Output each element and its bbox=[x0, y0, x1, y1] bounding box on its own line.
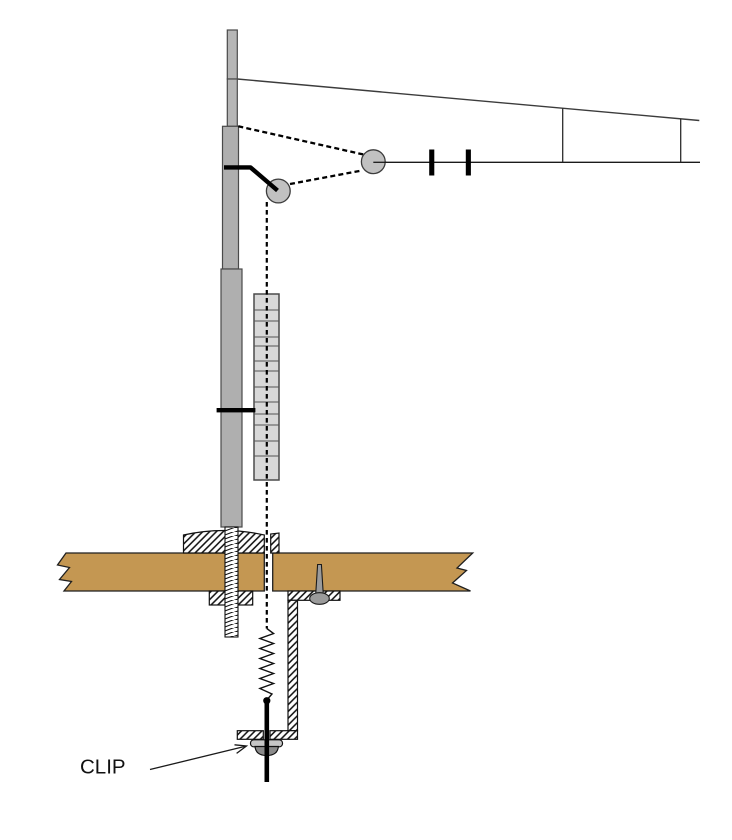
mast-section-3 bbox=[221, 125, 240, 270]
bracket-bottom-flange-left bbox=[236, 730, 264, 740]
bracket-web bbox=[287, 599, 299, 732]
string-return-run bbox=[289, 169, 363, 186]
mast-section-top bbox=[226, 29, 238, 80]
mast-section-bottom bbox=[220, 268, 243, 528]
clip-label: CLIP bbox=[80, 756, 126, 779]
release-wire bbox=[263, 697, 271, 782]
wing-leading-edge-line bbox=[237, 78, 700, 122]
tension-spring bbox=[257, 627, 276, 701]
board-right-section bbox=[272, 552, 475, 592]
callout-arrowhead bbox=[234, 744, 249, 754]
screw-head bbox=[309, 592, 330, 605]
boom-tick-1 bbox=[429, 149, 435, 176]
wood-mount-board bbox=[56, 552, 475, 592]
clip-callout: CLIP bbox=[80, 744, 249, 779]
boom-tick-2 bbox=[465, 149, 471, 176]
round-head-screw bbox=[309, 563, 330, 605]
release-lever bbox=[224, 165, 279, 193]
mast-stop-tick bbox=[216, 408, 256, 413]
wing-outline bbox=[237, 78, 700, 176]
screw-shaft bbox=[315, 563, 324, 594]
callout-arrow-line bbox=[149, 745, 246, 771]
bracket-bottom-flange-right bbox=[269, 730, 299, 740]
pad-right-piece bbox=[270, 532, 280, 554]
board-left-section bbox=[56, 552, 265, 592]
mast-section-2 bbox=[226, 78, 238, 127]
z-bracket bbox=[236, 590, 341, 740]
hatched-mount-pad bbox=[182, 529, 280, 554]
threaded-rod bbox=[224, 526, 239, 638]
pad-left-piece bbox=[182, 529, 265, 554]
wire-top-knot bbox=[263, 697, 271, 705]
pylon-mast bbox=[220, 29, 243, 528]
string-upper-run bbox=[238, 125, 364, 156]
dashed-release-line bbox=[238, 125, 364, 629]
